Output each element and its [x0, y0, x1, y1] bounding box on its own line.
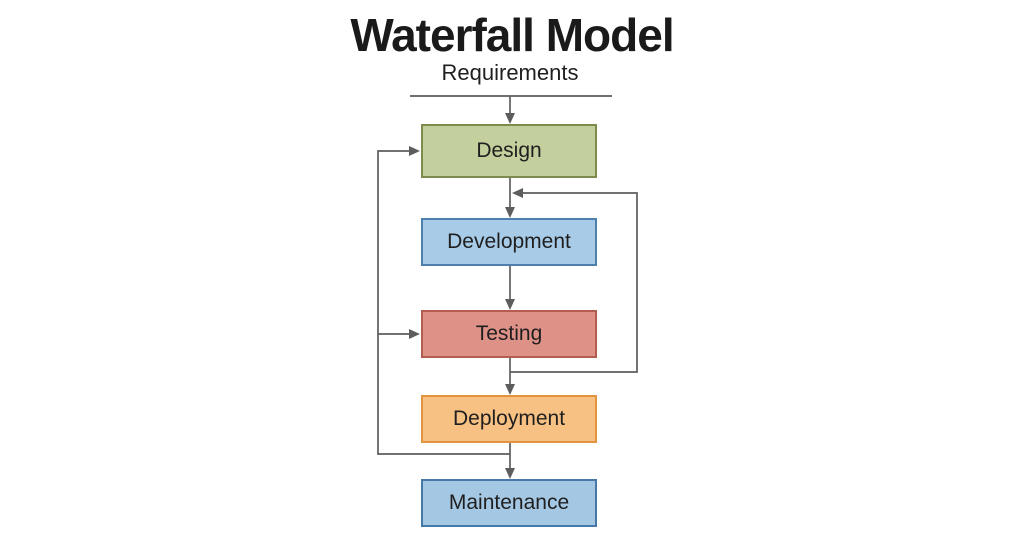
- stage-deployment-label: Deployment: [452, 407, 566, 430]
- stage-design-label: Design: [476, 139, 542, 162]
- page-title: Waterfall Model: [350, 9, 674, 61]
- stage-design: Design: [421, 124, 597, 178]
- arrowhead-down-testing: [505, 299, 515, 310]
- arrowhead-down-development: [505, 207, 515, 218]
- stage-development: Development: [421, 218, 597, 266]
- arrowhead-down-deployment: [505, 384, 515, 395]
- stage-maintenance-label: Maintenance: [448, 491, 570, 514]
- arrowhead-down-maintenance: [505, 468, 515, 479]
- arrowhead-left-development-input: [512, 188, 523, 198]
- stage-maintenance: Maintenance: [421, 479, 597, 527]
- stage-testing-label: Testing: [475, 322, 543, 345]
- arrowhead-down-design: [505, 113, 515, 124]
- stage-testing: Testing: [421, 310, 597, 358]
- requirements-label: Requirements: [441, 60, 579, 85]
- arrowhead-right-design-input: [409, 146, 420, 156]
- stage-deployment: Deployment: [421, 395, 597, 443]
- stage-development-label: Development: [447, 230, 571, 253]
- arrowhead-right-testing-input: [409, 329, 420, 339]
